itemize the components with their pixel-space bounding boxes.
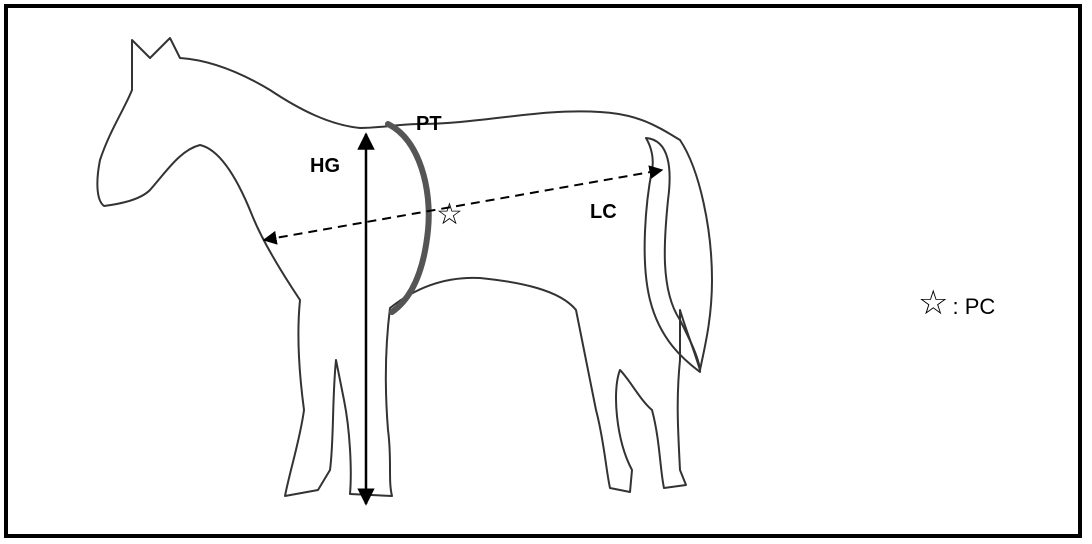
label-pt: PT xyxy=(416,114,442,134)
legend-text: : PC xyxy=(952,296,995,320)
thoracic-perimeter-curve xyxy=(388,124,429,312)
label-lc: LC xyxy=(590,202,617,222)
legend-star-icon: ☆ xyxy=(918,286,948,320)
legend: ☆ : PC xyxy=(918,286,995,320)
star-icon: ☆ xyxy=(436,200,463,230)
horse-outline xyxy=(97,38,712,496)
label-hg: HG xyxy=(310,156,340,176)
tail-outline xyxy=(645,138,700,372)
